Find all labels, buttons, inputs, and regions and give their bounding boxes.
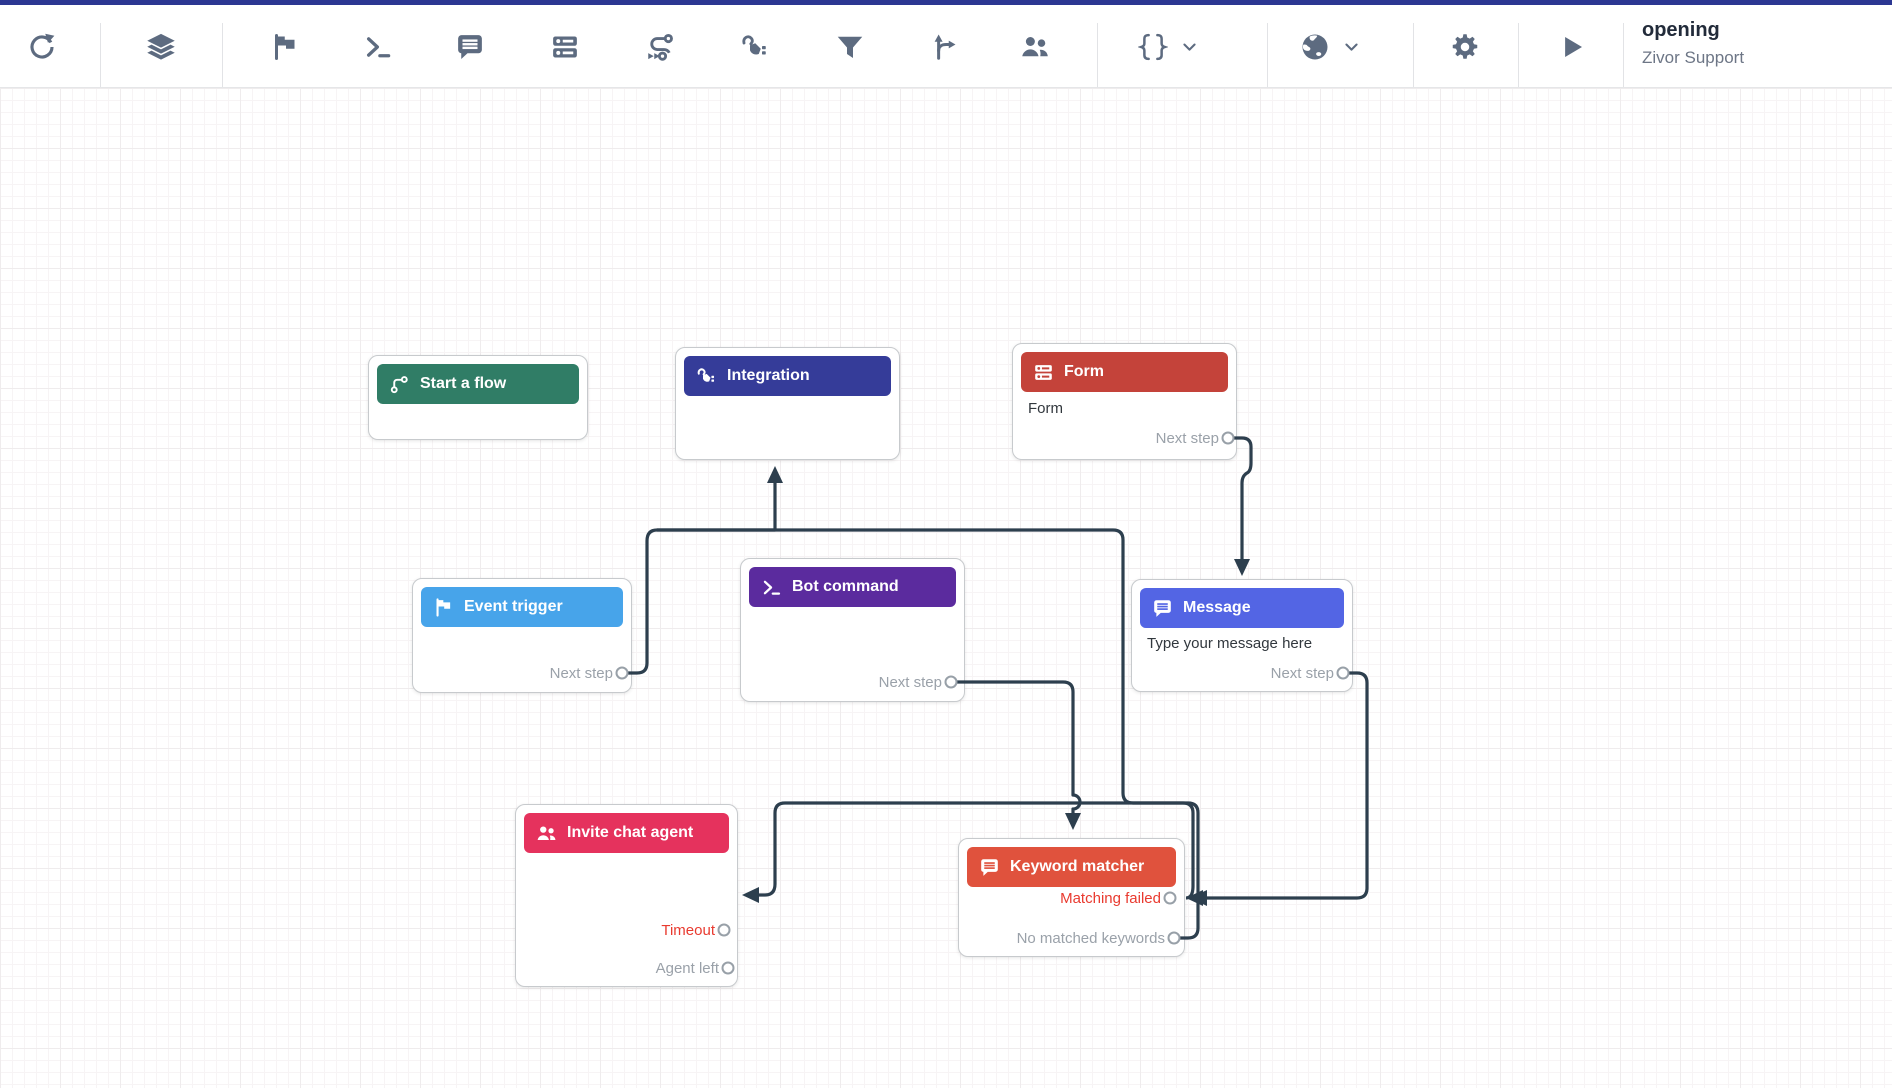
terminal-icon [363, 32, 393, 62]
toolbar-separator [222, 23, 223, 87]
plug-icon [740, 32, 770, 62]
flow-icon [389, 374, 410, 395]
toolbar-plug-button[interactable] [740, 7, 770, 87]
output-label-no-matched-keywords: No matched keywords [1016, 930, 1165, 947]
node-title: Keyword matcher [1010, 858, 1145, 875]
toolbar: opening Zivor Support [0, 0, 1892, 88]
toolbar-form-button[interactable] [550, 7, 580, 87]
node-header[interactable]: Message [1140, 588, 1344, 628]
route-icon [645, 32, 675, 62]
node-header[interactable]: Bot command [749, 567, 956, 607]
plug-icon [696, 366, 717, 387]
toolbar-chat-button[interactable] [455, 7, 485, 87]
toolbar-people-button[interactable] [1020, 7, 1050, 87]
toolbar-language-button[interactable] [1300, 7, 1360, 87]
node-header[interactable]: Invite chat agent [524, 813, 729, 853]
toolbar-settings-button[interactable] [1450, 7, 1480, 87]
toolbar-separator [1267, 23, 1268, 87]
terminal-icon [761, 577, 782, 598]
node-title: Event trigger [464, 598, 563, 615]
toolbar-route-button[interactable] [645, 7, 675, 87]
toolbar-separator [1097, 23, 1098, 87]
toolbar-separator [1413, 23, 1414, 87]
flag-icon [433, 597, 454, 618]
node-header[interactable]: Integration [684, 356, 891, 396]
toolbar-branch-button[interactable] [928, 7, 958, 87]
node-start-a-flow[interactable]: Start a flow [368, 355, 588, 440]
branch-icon [928, 32, 958, 62]
toolbar-terminal-button[interactable] [363, 7, 393, 87]
flag-icon [270, 32, 300, 62]
form-icon [1033, 362, 1054, 383]
toolbar-layers-button[interactable] [146, 7, 176, 87]
gear-icon [1450, 32, 1480, 62]
globe-icon [1300, 32, 1330, 62]
refresh-icon [27, 32, 57, 62]
flow-title-block: opening Zivor Support [1642, 20, 1744, 66]
workspace-name: Zivor Support [1642, 48, 1745, 67]
filter-icon [835, 32, 865, 62]
toolbar-play-button[interactable] [1557, 7, 1587, 87]
toolbar-filter-button[interactable] [835, 7, 865, 87]
people-icon [536, 823, 557, 844]
people-icon [1020, 32, 1050, 62]
node-title: Integration [727, 367, 810, 384]
node-header[interactable]: Start a flow [377, 364, 579, 404]
node-header[interactable]: Keyword matcher [967, 847, 1176, 887]
toolbar-refresh-button[interactable] [27, 7, 57, 87]
output-label-next-step: Next step [1270, 665, 1334, 682]
node-title: Start a flow [420, 375, 507, 392]
chat-icon [455, 32, 485, 62]
output-label-matching-failed: Matching failed [1060, 890, 1161, 907]
node-title: Invite chat agent [567, 824, 694, 841]
node-body-text: Form [1028, 400, 1063, 417]
node-title: Bot command [792, 578, 899, 595]
node-header[interactable]: Event trigger [421, 587, 623, 627]
chevron-down-icon [1343, 39, 1360, 56]
layers-icon [146, 32, 176, 62]
node-title: Message [1183, 599, 1251, 616]
output-label-next-step: Next step [1155, 430, 1219, 447]
output-label-next-step: Next step [878, 674, 942, 691]
node-header[interactable]: Form [1021, 352, 1228, 392]
output-label-timeout: Timeout [661, 922, 715, 939]
node-title: Form [1064, 363, 1104, 380]
chevron-down-icon [1181, 39, 1198, 56]
toolbar-variables-button[interactable] [1138, 7, 1198, 87]
chat-icon [1152, 598, 1173, 619]
braces-icon [1138, 32, 1168, 62]
flow-name: opening [1642, 19, 1720, 41]
node-body-text: Type your message here [1147, 635, 1313, 652]
chat-icon [979, 857, 1000, 878]
form-icon [550, 32, 580, 62]
node-integration[interactable]: Integration [675, 347, 900, 460]
toolbar-separator [1623, 23, 1624, 87]
output-label-agent-left: Agent left [655, 960, 719, 977]
toolbar-separator [100, 23, 101, 87]
toolbar-separator [1518, 23, 1519, 87]
play-icon [1557, 32, 1587, 62]
output-label-next-step: Next step [549, 665, 613, 682]
toolbar-flag-button[interactable] [270, 7, 300, 87]
